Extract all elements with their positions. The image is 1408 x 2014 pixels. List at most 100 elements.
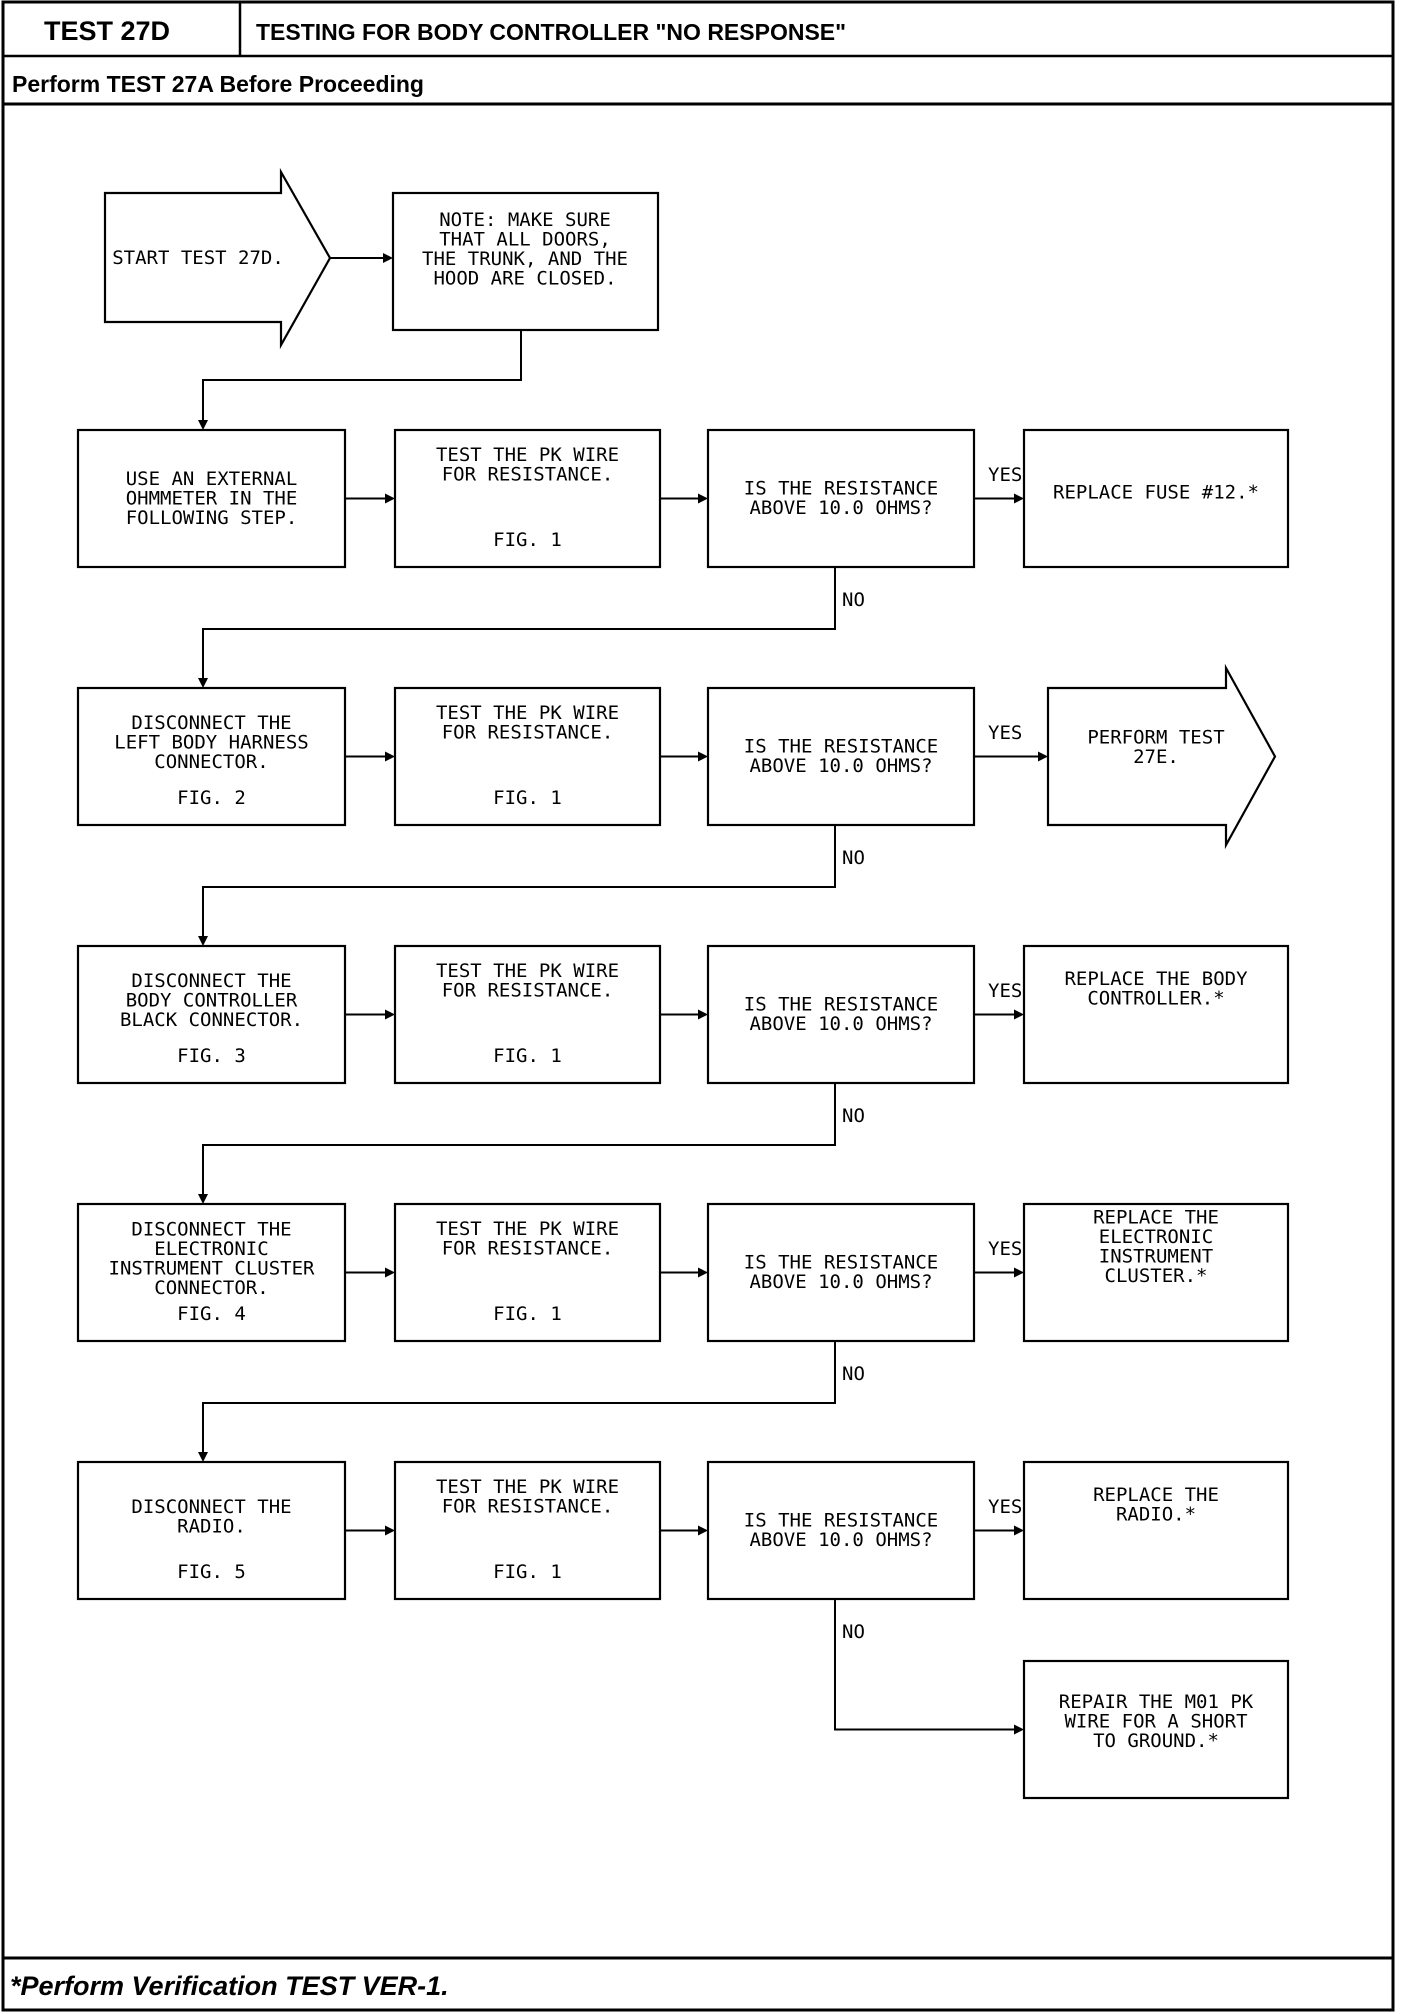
action-text: CONNECTOR. <box>154 751 268 773</box>
action-box <box>76 944 347 1085</box>
page-title: TESTING FOR BODY CONTROLLER "NO RESPONSE… <box>256 19 846 45</box>
action-box <box>76 686 347 827</box>
question-box <box>706 944 976 1085</box>
no-label: NO <box>842 1363 865 1385</box>
question-text: IS THE RESISTANCE <box>744 1510 938 1532</box>
action-text: DISCONNECT THE <box>131 1218 291 1240</box>
note-text: NOTE: MAKE SURE <box>439 209 611 231</box>
test-text: TEST THE PK WIRE <box>436 960 619 982</box>
action-text: USE AN EXTERNAL <box>126 468 298 490</box>
action-text: CONNECTOR. <box>154 1277 268 1299</box>
start-label: START TEST 27D. <box>112 247 284 269</box>
no-connector <box>202 825 836 936</box>
action-fig-label: FIG. 3 <box>177 1045 246 1067</box>
action-fig-label: FIG. 5 <box>177 1561 246 1583</box>
test-box <box>393 1460 662 1601</box>
result-box <box>1022 428 1290 569</box>
test-to-question-arrow-head <box>698 1267 708 1278</box>
action-text: BODY CONTROLLER <box>126 990 298 1012</box>
result-text: CLUSTER.* <box>1105 1265 1208 1287</box>
goto-test-text: PERFORM TEST <box>1087 727 1224 749</box>
test-to-question-arrow-head <box>698 1009 708 1020</box>
no-label: NO <box>842 1621 865 1643</box>
no-connector-head <box>198 1194 208 1204</box>
result-box <box>1022 944 1290 1085</box>
question-text: ABOVE 10.0 OHMS? <box>749 1271 932 1293</box>
result-box <box>1022 1202 1290 1343</box>
test-fig-label: FIG. 1 <box>493 1045 562 1067</box>
yes-label: YES <box>988 1238 1022 1260</box>
test-text: FOR RESISTANCE. <box>442 722 614 744</box>
yes-arrow-head <box>1014 1525 1024 1536</box>
test-to-question-arrow-head <box>698 493 708 504</box>
result-box <box>1022 1460 1290 1601</box>
no-connector <box>834 1599 1022 1731</box>
note-to-first-connector-head <box>198 420 208 430</box>
action-text: OHMMETER IN THE <box>126 488 298 510</box>
yes-label: YES <box>988 1496 1022 1518</box>
no-label: NO <box>842 847 865 869</box>
question-text: IS THE RESISTANCE <box>744 1252 938 1274</box>
test-box <box>393 1202 662 1343</box>
result-text: REPLACE THE <box>1093 1484 1219 1506</box>
start-arrow <box>103 167 332 350</box>
question-box <box>706 1202 976 1343</box>
no-connector <box>202 1341 836 1452</box>
test-text: FOR RESISTANCE. <box>442 980 614 1002</box>
test-text: TEST THE PK WIRE <box>436 1218 619 1240</box>
test-text: TEST THE PK WIRE <box>436 1476 619 1498</box>
result-text: CONTROLLER.* <box>1087 987 1224 1009</box>
yes-label: YES <box>988 980 1022 1002</box>
yes-label: YES <box>988 464 1022 486</box>
no-connector-head <box>198 1452 208 1462</box>
final-box <box>1022 1659 1290 1800</box>
action-text: LEFT BODY HARNESS <box>114 732 308 754</box>
no-label: NO <box>842 589 865 611</box>
test-text: TEST THE PK WIRE <box>436 444 619 466</box>
result-text: REPLACE THE BODY <box>1064 968 1248 990</box>
note-text: HOOD ARE CLOSED. <box>433 268 616 290</box>
question-box <box>706 1460 976 1601</box>
no-connector-head <box>198 678 208 688</box>
action-text: FOLLOWING STEP. <box>126 507 298 529</box>
action-text: INSTRUMENT CLUSTER <box>109 1257 315 1279</box>
result-text: INSTRUMENT <box>1099 1245 1213 1267</box>
test-fig-label: FIG. 1 <box>493 529 562 551</box>
action-to-test-arrow-head <box>385 1525 395 1536</box>
note-to-first-connector <box>202 330 522 420</box>
yes-arrow-head <box>1014 1009 1024 1020</box>
result-text: REPLACE THE <box>1093 1206 1219 1228</box>
test-fig-label: FIG. 1 <box>493 1561 562 1583</box>
question-text: IS THE RESISTANCE <box>744 736 938 758</box>
action-text: DISCONNECT THE <box>131 970 291 992</box>
action-box <box>76 428 347 569</box>
question-text: IS THE RESISTANCE <box>744 994 938 1016</box>
test-box <box>393 944 662 1085</box>
goto-test-text: 27E. <box>1133 746 1179 768</box>
action-to-test-arrow-head <box>385 751 395 762</box>
yes-label: YES <box>988 722 1022 744</box>
action-text: DISCONNECT THE <box>131 1496 291 1518</box>
question-text: ABOVE 10.0 OHMS? <box>749 497 932 519</box>
test-text: FOR RESISTANCE. <box>442 1238 614 1260</box>
result-text: ELECTRONIC <box>1099 1226 1213 1248</box>
test-to-question-arrow-head <box>698 1525 708 1536</box>
result-text: REPLACE FUSE #12.* <box>1053 482 1259 504</box>
start-connector-head <box>383 253 393 263</box>
question-text: IS THE RESISTANCE <box>744 478 938 500</box>
question-box <box>706 428 976 569</box>
action-text: RADIO. <box>177 1515 246 1537</box>
footer-note: *Perform Verification TEST VER-1. <box>10 1971 449 2001</box>
prerequisite-note: Perform TEST 27A Before Proceeding <box>12 71 424 97</box>
final-text: TO GROUND.* <box>1093 1730 1219 1752</box>
final-text: WIRE FOR A SHORT <box>1064 1711 1247 1733</box>
no-label: NO <box>842 1105 865 1127</box>
goto-test-arrow <box>1046 663 1277 850</box>
note-box <box>391 191 660 332</box>
question-text: ABOVE 10.0 OHMS? <box>749 1013 932 1035</box>
yes-arrow-head <box>1038 751 1048 762</box>
action-box <box>76 1460 347 1601</box>
action-text: DISCONNECT THE <box>131 712 291 734</box>
